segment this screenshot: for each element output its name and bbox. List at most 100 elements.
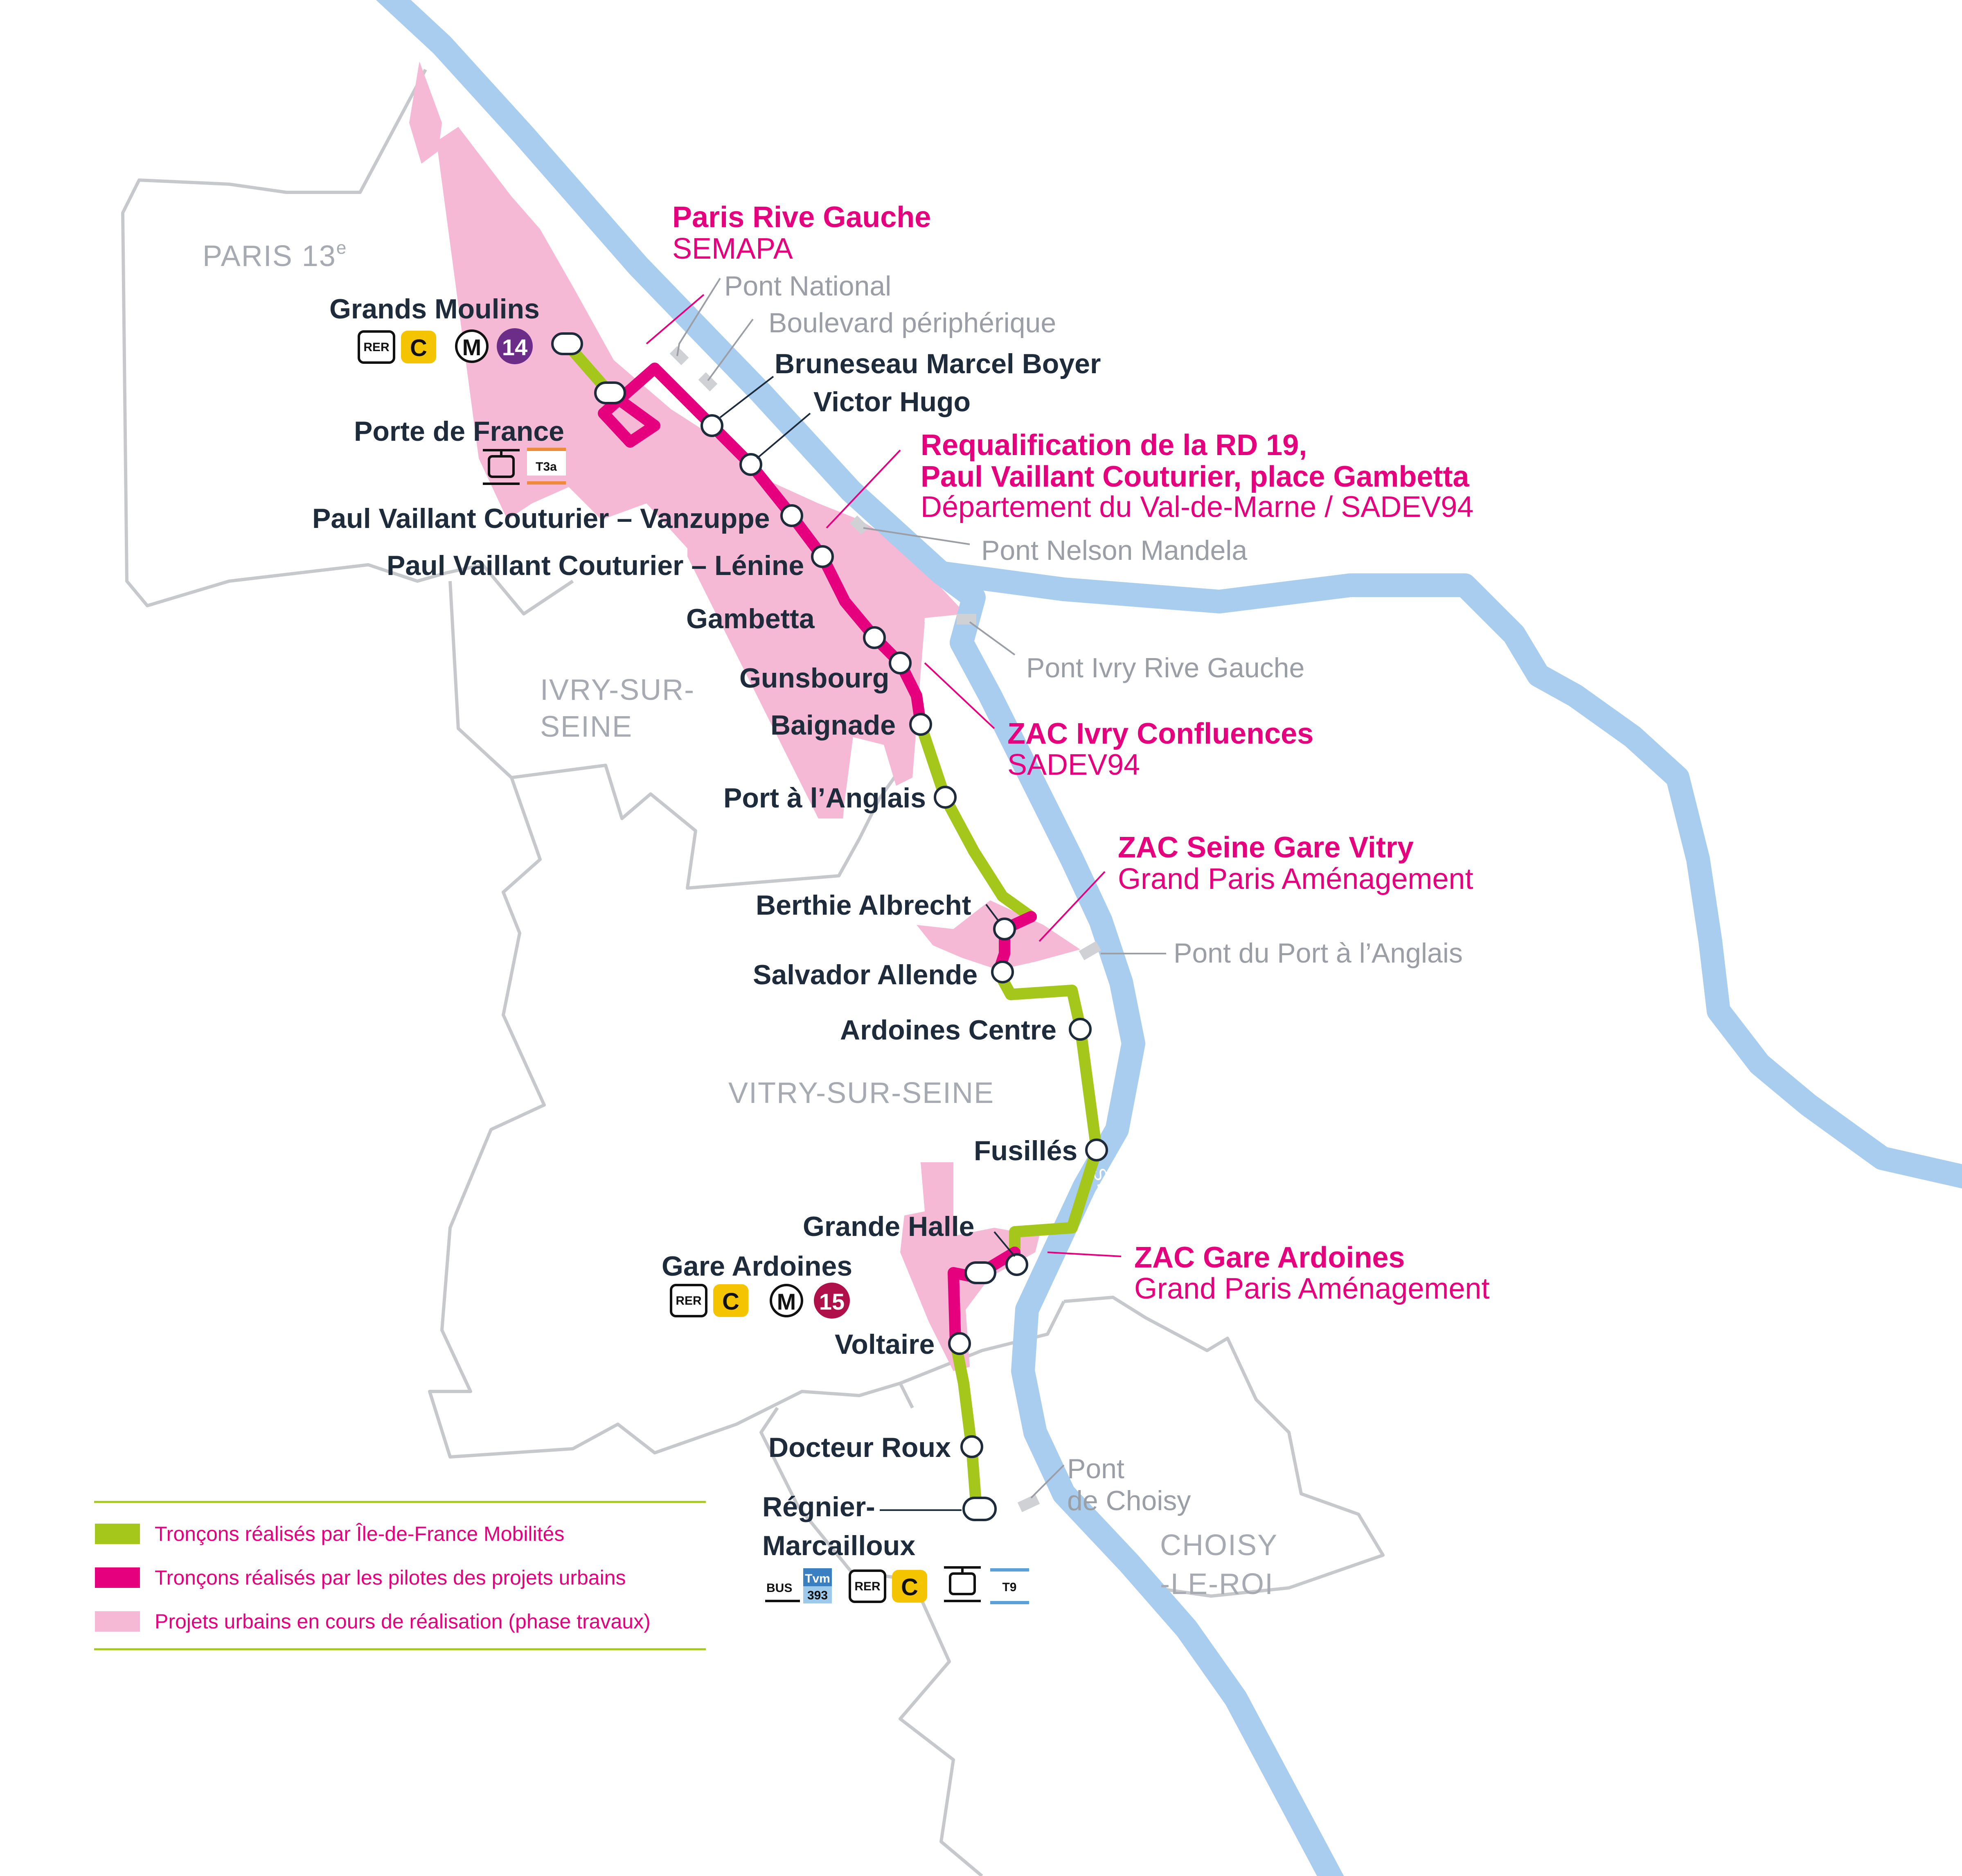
- transit-badges: RER C M 14 T3a RER C: [358, 328, 1029, 1604]
- city-choisy-l2: -LE-ROI: [1160, 1568, 1274, 1601]
- project-title-rd19-l1: Requalification de la RD 19,: [921, 429, 1307, 462]
- line-green-ardoines: [993, 966, 1102, 1258]
- stop-docteur-roux[interactable]: [960, 1435, 983, 1458]
- metro-icon: [770, 1284, 803, 1317]
- leader-berthie: [985, 904, 999, 922]
- label-bruneseau: Bruneseau Marcel Boyer: [775, 348, 1101, 379]
- stop-regnier-marcailloux[interactable]: [962, 1497, 997, 1521]
- leader-gare-ardoines-project: [1047, 1251, 1122, 1257]
- leader-rd19: [826, 449, 901, 529]
- bridge-labels: Pont National Boulevard périphérique Pon…: [724, 271, 1463, 1516]
- badge-group-gare-ardoines: RER C M 15: [670, 1283, 850, 1319]
- label-pvc-lenine: Paul Vaillant Couturier – Lénine: [387, 550, 804, 581]
- stop-grande-halle[interactable]: [1005, 1253, 1028, 1276]
- stop-gare-ardoines[interactable]: [964, 1261, 996, 1284]
- leader-ivry-rg: [969, 621, 1016, 656]
- rer-c-icon: [892, 1570, 927, 1603]
- city-paris13: PARIS 13e: [203, 238, 347, 273]
- tvm-393-icon-text: 393: [807, 1589, 828, 1602]
- rer-icon-text: RER: [363, 340, 390, 354]
- bridge-mark-port-anglais: [1079, 941, 1102, 961]
- label-port-anglais: Port à l’Anglais: [723, 782, 926, 814]
- legend-swatch-magenta: [95, 1567, 140, 1588]
- rer-icon-text: RER: [676, 1294, 702, 1308]
- label-pont-mandela: Pont Nelson Mandela: [981, 535, 1247, 566]
- tram-t3a-icon: [527, 450, 566, 476]
- city-ivry-l2: SEINE: [540, 710, 633, 743]
- stop-pvc-vanzuppe[interactable]: [780, 504, 803, 527]
- label-ardoines-centre: Ardoines Centre: [840, 1015, 1056, 1046]
- stop-porte-de-france[interactable]: [594, 381, 626, 404]
- city-vitry: VITRY-SUR-SEINE: [728, 1077, 994, 1109]
- stop-victor-hugo[interactable]: [739, 453, 762, 476]
- marne-label: MARNE: [1039, 608, 1113, 628]
- label-pont-port-anglais: Pont du Port à l’Anglais: [1174, 938, 1463, 969]
- stop-salvador-allende[interactable]: [991, 961, 1014, 983]
- label-fusilles: Fusillés: [974, 1135, 1077, 1166]
- line-green-port-anglais: [915, 719, 1037, 922]
- tvm-icon: [803, 1568, 832, 1586]
- bridge-mark-national: [669, 346, 689, 365]
- project-sub-rd19: Département du Val-de-Marne / SADEV94: [921, 491, 1473, 523]
- stop-baignade[interactable]: [909, 713, 932, 736]
- line-magenta-porte-de-france-loop: [598, 363, 718, 448]
- project-labels: Paris Rive Gauche SEMAPA Requalification…: [672, 201, 1489, 1305]
- label-victor-hugo: Victor Hugo: [813, 386, 971, 417]
- bridge-mark-peripherique: [698, 372, 718, 392]
- leader-choisy-bridge: [1030, 1464, 1065, 1499]
- bridge-mark-choisy: [1017, 1494, 1040, 1512]
- metro-15-icon-text: 15: [819, 1289, 845, 1315]
- label-porte-de-france: Porte de France: [354, 416, 564, 447]
- badge-group-porte-de-france: T3a: [483, 448, 566, 485]
- paris13-boundary: [121, 69, 574, 616]
- rer-c-icon: [713, 1284, 748, 1317]
- project-title-gare-ardoines: ZAC Gare Ardoines: [1134, 1241, 1405, 1274]
- tram-t9-icon: [990, 1571, 1029, 1596]
- metro-14-icon: [497, 328, 533, 364]
- label-regnier: Régnier-: [762, 1491, 875, 1522]
- project-title-paris-rive-gauche: Paris Rive Gauche: [672, 201, 931, 234]
- rer-icon-text: RER: [854, 1580, 881, 1593]
- legend-swatch-green: [95, 1524, 140, 1544]
- bridge-mark-ivry-rg: [957, 614, 976, 625]
- stop-fusilles[interactable]: [1085, 1139, 1108, 1161]
- label-gunsbourg: Gunsbourg: [739, 663, 889, 694]
- bridge-marks: [669, 346, 1102, 1512]
- label-peripherique: Boulevard périphérique: [768, 307, 1056, 338]
- metro-15-icon: [814, 1283, 850, 1319]
- stop-ardoines-centre[interactable]: [1069, 1018, 1092, 1041]
- choisy-east-boundary: [1063, 1296, 1385, 1598]
- stop-gambetta[interactable]: [863, 626, 886, 649]
- label-gare-ardoines: Gare Ardoines: [662, 1251, 852, 1282]
- bridge-mark-mandela: [849, 515, 869, 535]
- legend: Tronçons réalisés par Île-de-France Mobi…: [94, 1501, 706, 1651]
- label-grands-moulins: Grands Moulins: [329, 293, 540, 325]
- label-pont-choisy-l1: Pont: [1067, 1453, 1124, 1484]
- stop-berthie-albrecht[interactable]: [993, 918, 1016, 940]
- metro-icon-text: M: [777, 1289, 796, 1315]
- metro-icon: [455, 329, 489, 363]
- leader-mandela: [863, 527, 970, 545]
- label-salvador-allende: Salvador Allende: [753, 959, 978, 990]
- rer-c-icon-text: C: [722, 1288, 739, 1315]
- project-title-seine-gare-vitry: ZAC Seine Gare Vitry: [1118, 831, 1414, 864]
- stop-grands-moulins[interactable]: [551, 332, 583, 355]
- station-labels: Grands Moulins Porte de France Bruneseau…: [312, 293, 1101, 1561]
- project-area-ivry-confluences: [687, 540, 925, 818]
- project-sub-gpa-ardoines: Grand Paris Aménagement: [1134, 1272, 1489, 1305]
- legend-label-green: Tronçons réalisés par Île-de-France Mobi…: [155, 1522, 564, 1545]
- stop-bruneseau[interactable]: [701, 414, 723, 437]
- stop-gunsbourg[interactable]: [889, 652, 912, 674]
- stop-pvc-lenine[interactable]: [811, 545, 834, 568]
- stop-port-anglais[interactable]: [934, 786, 957, 809]
- rer-icon: [670, 1284, 707, 1317]
- tram-body: [949, 1572, 976, 1595]
- stop-voltaire[interactable]: [948, 1332, 971, 1355]
- city-labels: PARIS 13e IVRY-SUR- SEINE VITRY-SUR-SEIN…: [203, 238, 1277, 1601]
- badge-group-grands-moulins: RER C M 14: [358, 328, 533, 364]
- rer-c-icon: [401, 331, 436, 363]
- line-magenta-gare-ardoines: [948, 1247, 1020, 1348]
- ivry-boundary: [448, 581, 902, 890]
- leader-seine-gare-vitry: [1038, 871, 1106, 942]
- tvm-393-icon: [803, 1586, 832, 1603]
